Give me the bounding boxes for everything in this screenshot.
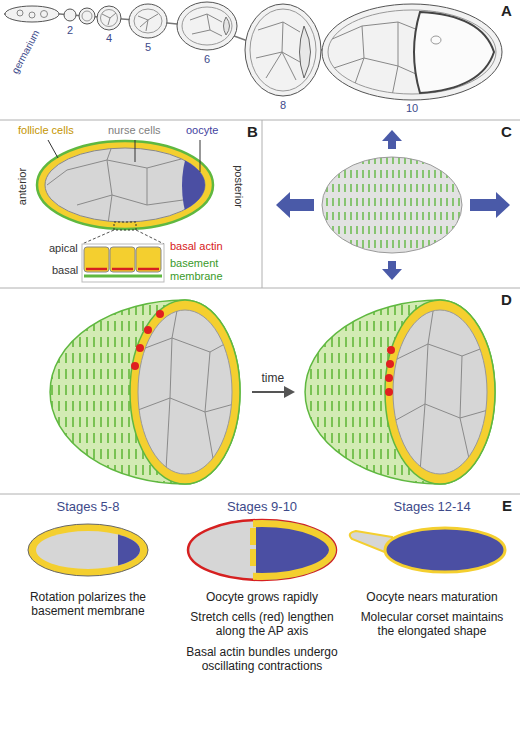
side-label: basal [52,264,78,277]
stage-heading: Stages 5-8 [57,499,120,515]
stage-description: Oocyte nears maturation [357,590,507,604]
egg-chamber-series [4,2,502,100]
panel-letter: E [502,497,512,515]
stage-number: 8 [280,99,286,112]
structure-label: basement membrane [170,257,258,283]
panel-letter: D [501,291,512,309]
stage-description: Stretch cells (red) lengthen along the A… [182,610,342,639]
structure-label: basal actin [170,240,258,253]
elongation-schematic [276,130,510,280]
stage-heading: Stages 9-10 [227,499,297,515]
panel-letter: A [501,2,512,20]
stage-heading: Stages 12-14 [394,499,471,515]
stage-number: 6 [204,53,210,66]
stage-number: 2 [67,24,73,37]
axis-label: posterior [231,165,244,208]
stage-description: Basal actin bundles undergo oscillating … [182,645,342,674]
cell-label: follicle cells [18,124,74,137]
cell-label: nurse cells [108,124,161,137]
stage-description: Molecular corset maintains the elongated… [357,610,507,639]
stage-number: 10 [406,102,418,115]
panel-letter: C [501,123,512,141]
stage-description: Oocyte grows rapidly [182,590,342,604]
axis-label: anterior [16,167,29,204]
stage-number: 4 [106,32,112,45]
rotation-schematic [50,300,495,484]
cell-label: oocyte [186,124,218,137]
stage-description: Rotation polarizes the basement membrane [8,590,168,619]
panel-separators [0,120,520,494]
stage-number: 5 [145,41,151,54]
stage-summary [28,515,505,585]
stage-name: germarium [9,28,42,76]
side-label: apical [49,242,78,255]
panel-letter: B [247,123,258,141]
arrow-label: time [262,371,285,385]
